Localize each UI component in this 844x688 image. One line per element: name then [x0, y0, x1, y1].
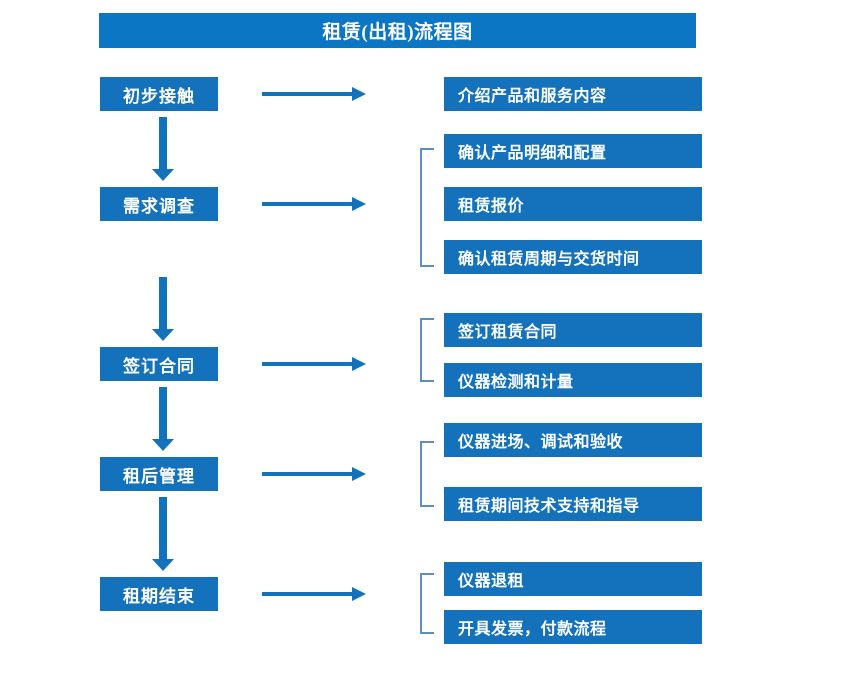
detail-box-8[interactable]: 租赁期间技术支持和指导 [444, 487, 702, 521]
detail-box-2[interactable]: 确认产品明细和配置 [444, 134, 702, 168]
arrow-shaft [159, 277, 167, 329]
detail-box-4[interactable]: 确认租赁周期与交货时间 [444, 240, 702, 274]
horizontal-arrow-5 [262, 587, 366, 601]
arrow-head-icon [352, 357, 366, 371]
stage-box-1[interactable]: 初步接触 [100, 77, 218, 111]
horizontal-arrow-4 [262, 467, 366, 481]
stage-box-2[interactable]: 需求调查 [100, 187, 218, 221]
arrow-head-icon [152, 559, 174, 571]
arrow-head-icon [352, 197, 366, 211]
arrow-shaft [262, 202, 354, 206]
vertical-arrow-2 [152, 277, 174, 341]
horizontal-arrow-3 [262, 357, 366, 371]
arrow-shaft [262, 472, 354, 476]
arrow-head-icon [152, 169, 174, 181]
arrow-shaft [262, 592, 354, 596]
bracket-group-5 [420, 573, 434, 634]
detail-box-1[interactable]: 介绍产品和服务内容 [444, 77, 702, 111]
horizontal-arrow-2 [262, 197, 366, 211]
bracket-arm-top [420, 441, 434, 443]
detail-box-10[interactable]: 开具发票，付款流程 [444, 610, 702, 644]
flowchart-title: 租赁(出租)流程图 [99, 13, 696, 48]
vertical-arrow-1 [152, 117, 174, 181]
arrow-shaft [159, 497, 167, 559]
bracket-stem [420, 148, 422, 267]
arrow-head-icon [352, 587, 366, 601]
bracket-stem [420, 441, 422, 507]
horizontal-arrow-1 [262, 87, 366, 101]
bracket-stem [420, 573, 422, 634]
arrow-shaft [159, 117, 167, 169]
detail-box-3[interactable]: 租赁报价 [444, 187, 702, 221]
detail-box-6[interactable]: 仪器检测和计量 [444, 363, 702, 397]
bracket-arm-top [420, 148, 434, 150]
arrow-head-icon [152, 439, 174, 451]
detail-box-5[interactable]: 签订租赁合同 [444, 313, 702, 347]
arrow-head-icon [152, 329, 174, 341]
bracket-group-3 [420, 318, 434, 382]
bracket-arm-bottom [420, 632, 434, 634]
arrow-head-icon [352, 467, 366, 481]
detail-box-9[interactable]: 仪器退租 [444, 562, 702, 596]
bracket-group-4 [420, 441, 434, 507]
bracket-arm-bottom [420, 505, 434, 507]
bracket-stem [420, 318, 422, 382]
arrow-shaft [159, 387, 167, 439]
arrow-shaft [262, 92, 354, 96]
bracket-group-2 [420, 148, 434, 267]
stage-box-3[interactable]: 签订合同 [100, 347, 218, 381]
arrow-shaft [262, 362, 354, 366]
bracket-arm-bottom [420, 380, 434, 382]
vertical-arrow-3 [152, 387, 174, 451]
stage-box-5[interactable]: 租期结束 [100, 577, 218, 611]
detail-box-7[interactable]: 仪器进场、调试和验收 [444, 423, 702, 457]
stage-box-4[interactable]: 租后管理 [100, 457, 218, 491]
arrow-head-icon [352, 87, 366, 101]
vertical-arrow-4 [152, 497, 174, 571]
bracket-arm-top [420, 573, 434, 575]
bracket-arm-bottom [420, 265, 434, 267]
bracket-arm-top [420, 318, 434, 320]
